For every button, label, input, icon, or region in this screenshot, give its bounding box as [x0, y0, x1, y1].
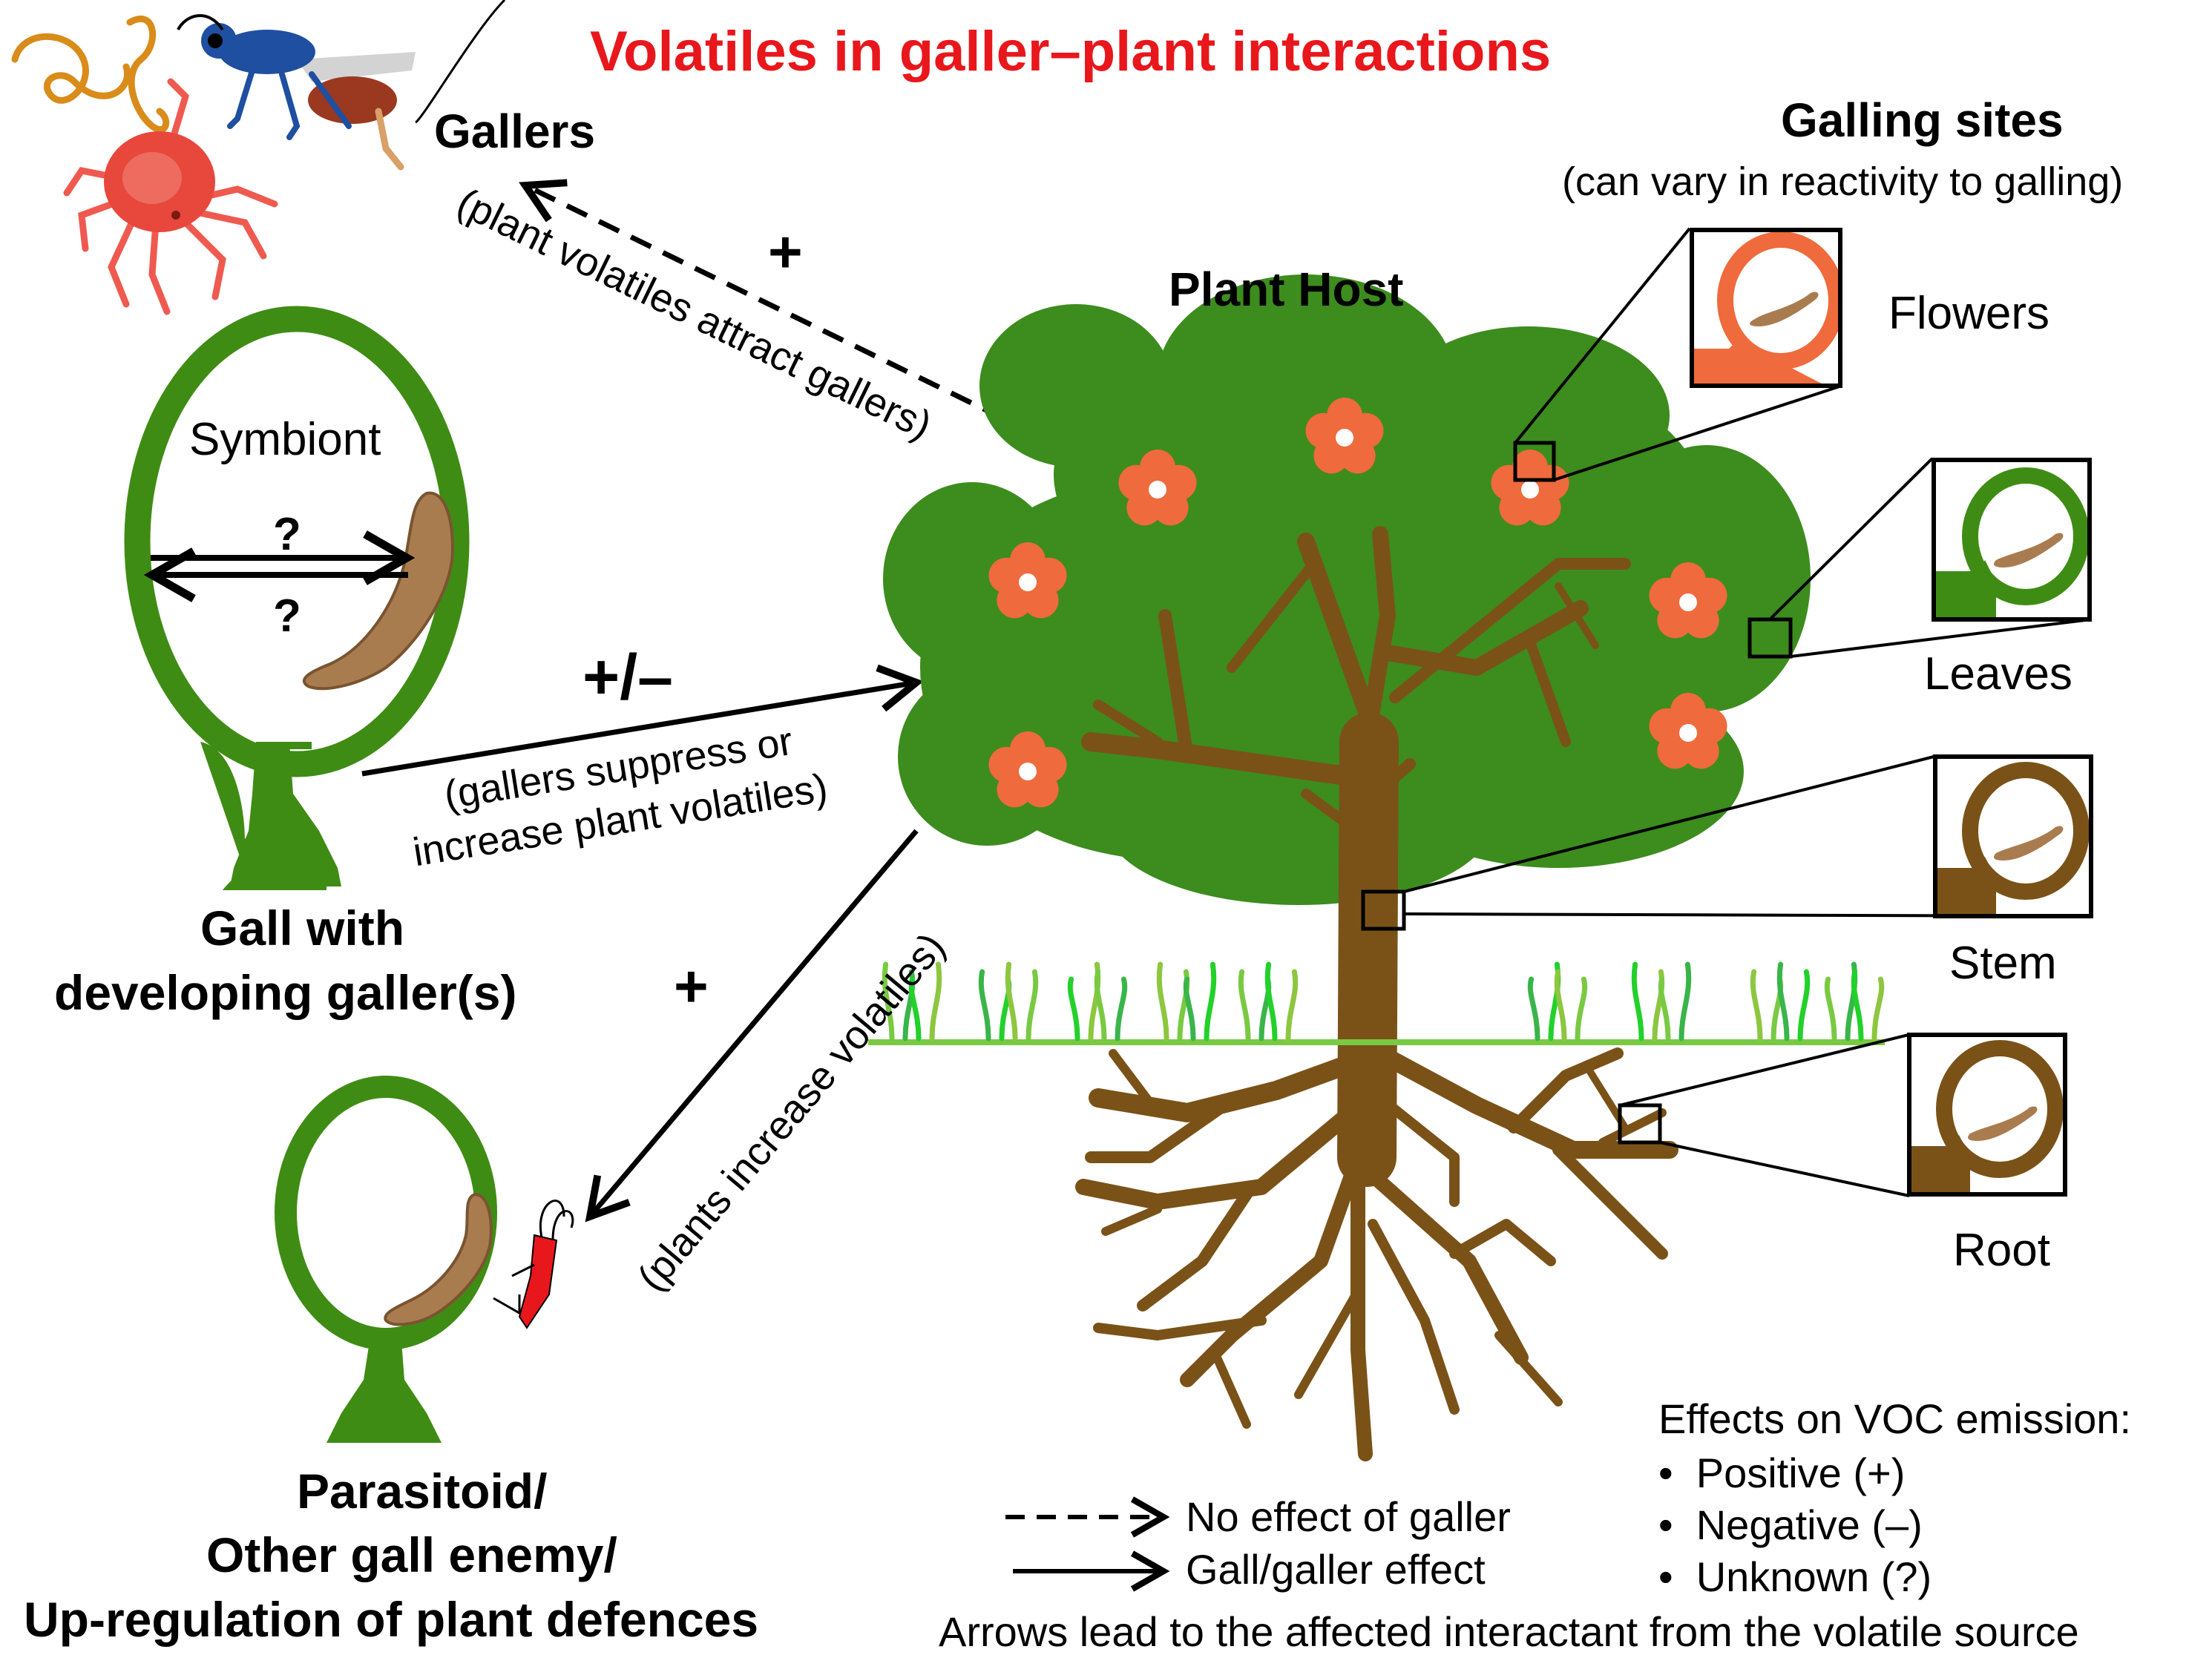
diagram-title: Volatiles in galler–plant interactions	[590, 20, 1552, 83]
legend-bullet-negative: • Negative (–)	[1658, 1501, 1923, 1548]
sign-suppress: +/–	[582, 642, 673, 713]
grass-tuft-5	[1238, 961, 1299, 1042]
site-marker-flowers	[1513, 227, 1842, 482]
legend-effect-unknown: Unknown (?)	[1696, 1553, 1932, 1600]
flower-2	[1305, 398, 1384, 474]
arrow-plant-to-parasitoid	[585, 829, 919, 1223]
flower-1	[1118, 450, 1197, 526]
legend-dashed-label: No effect of galler	[1186, 1493, 1511, 1540]
label-parasitoid-line2: Other gall enemy/	[206, 1527, 617, 1582]
site-label-root: Root	[1953, 1225, 2050, 1276]
site-label-leaves: Leaves	[1924, 648, 2072, 700]
flower-6	[1649, 693, 1727, 769]
symbiont-question-top: ?	[273, 509, 301, 560]
label-gall-line1: Gall with	[200, 901, 405, 955]
nematode-worm-illustration	[11, 15, 170, 134]
grass-tuft-7	[1631, 961, 1692, 1042]
label-parasitoid-line3: Up-regulation of plant defences	[24, 1592, 759, 1647]
legend-bullet-positive: • Positive (+)	[1658, 1450, 1906, 1496]
grass-tuft-6	[1527, 961, 1588, 1042]
grass-tuft-8	[1750, 961, 1811, 1042]
label-galling-sites: Galling sites	[1781, 93, 2064, 147]
parasitoid-wasp-illustration	[493, 1200, 574, 1329]
legend-footer: Arrows lead to the affected interactant …	[939, 1608, 2079, 1655]
legend-solid-label: Gall/galler effect	[1186, 1546, 1486, 1593]
grass-tuft-3	[1067, 961, 1128, 1042]
label-plant-host: Plant Host	[1169, 263, 1404, 316]
tree-trunk-and-branches	[1081, 526, 1631, 1187]
grass-tuft-9	[1824, 961, 1885, 1042]
zoom-box-root	[1907, 1033, 2067, 1197]
zoom-box-leaves	[1932, 458, 2092, 622]
label-galling-sites-sub: (can vary in reactivity to galling)	[1562, 159, 2124, 204]
label-parasitoid-line1: Parasitoid/	[297, 1464, 548, 1519]
legend-effect-negative: Negative (–)	[1696, 1501, 1923, 1548]
label-symbiont: Symbiont	[189, 414, 381, 465]
mite-illustration	[63, 78, 278, 315]
site-marker-leaves	[1747, 457, 2092, 659]
grass	[882, 961, 1885, 1042]
flower-7	[988, 731, 1067, 808]
grass-tuft-4	[1156, 961, 1217, 1042]
site-label-stem: Stem	[1949, 938, 2057, 989]
flower-4	[988, 542, 1067, 619]
zoom-box-stem	[1933, 754, 2093, 918]
sign-increase: +	[674, 953, 709, 1019]
flower-5	[1649, 562, 1727, 639]
grass-tuft-1	[882, 961, 942, 1042]
legend-bullet-unknown: • Unknown (?)	[1658, 1553, 1932, 1600]
site-label-flowers: Flowers	[1888, 288, 2050, 339]
arrow-gall-to-plant	[361, 664, 924, 777]
label-gall-line2: developing galler(s)	[54, 965, 517, 1020]
wasp-illustration	[177, 0, 506, 171]
sign-attract: +	[768, 219, 803, 285]
legend-effect-positive: Positive (+)	[1696, 1450, 1906, 1496]
flowers	[988, 398, 1727, 808]
label-gallers: Gallers	[434, 105, 596, 158]
site-marker-root	[1618, 1033, 1910, 1197]
legend-effects-title: Effects on VOC emission:	[1658, 1395, 2131, 1442]
grass-tuft-2	[978, 961, 1039, 1042]
symbiont-question-bottom: ?	[273, 590, 301, 642]
zoom-box-flowers	[1690, 228, 1842, 388]
parasitized-larva	[384, 1192, 493, 1326]
arrow-plant-to-gallers-dashed	[519, 179, 1037, 437]
gall-illustration	[124, 306, 470, 890]
